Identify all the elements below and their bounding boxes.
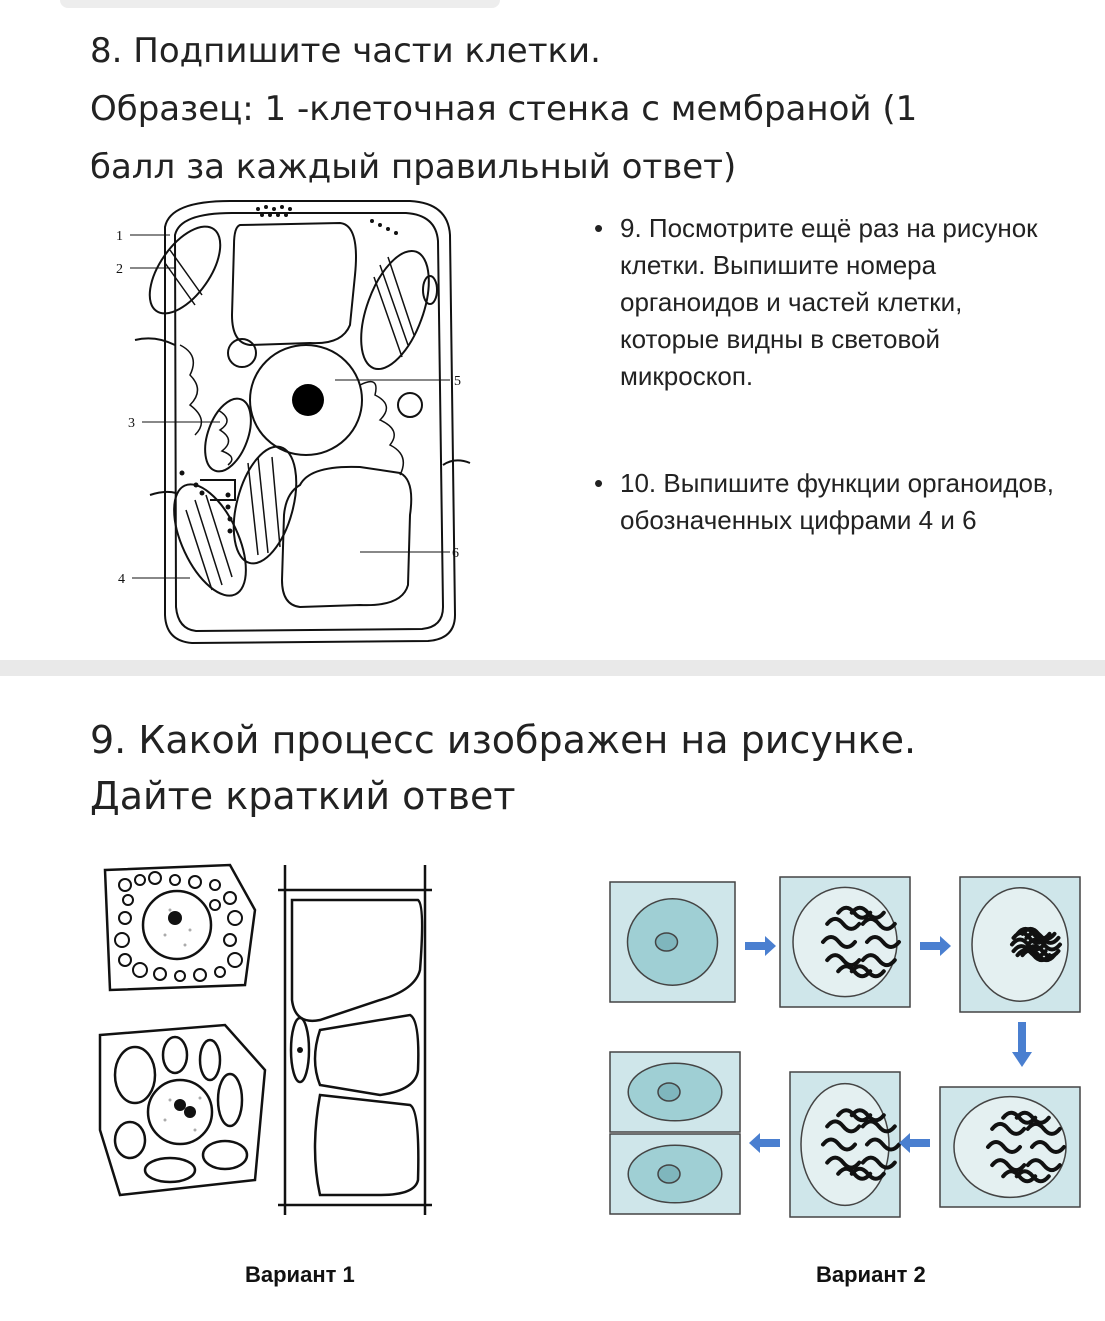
plant-cell-diagram: 1 2 3 4 5 6 (116, 200, 471, 645)
arrow-right-icon (899, 1133, 930, 1153)
task9-title-line1: 9. Какой процесс изображен на рисунке. (90, 718, 917, 762)
vacuole-top (230, 221, 357, 347)
chromosome (1001, 1169, 1038, 1184)
vacuole-middle (313, 1013, 420, 1097)
nucleus (657, 1082, 681, 1102)
chromosome (825, 1119, 862, 1134)
variant2-caption: Вариант 2 (816, 1262, 926, 1287)
chromosome (821, 1137, 857, 1152)
vacuole-lower (313, 1093, 420, 1197)
chromosome (990, 1121, 1027, 1136)
endoplasmic-reticulum (179, 344, 203, 436)
slide-process (0, 676, 1105, 1321)
arrow-right-icon (920, 936, 951, 956)
nucleolus (292, 384, 324, 416)
chromosome (860, 953, 897, 968)
task8-title-line2: Образец: 1 -клеточная стенка с мембраной… (90, 89, 918, 129)
cell-label-2: 2 (116, 262, 123, 277)
vesicle (422, 275, 438, 305)
cell-label-6: 6 (452, 546, 459, 561)
nucleus (249, 344, 363, 456)
chromosome (865, 935, 901, 949)
chromosome (849, 905, 886, 920)
chromosome (836, 1166, 873, 1181)
arrow-right-icon (745, 936, 776, 956)
question-9-text: 9. Посмотрите ещё раз на рисунок клетки.… (620, 213, 1038, 391)
chloroplast-middle (232, 445, 298, 565)
chromosome (825, 1155, 862, 1170)
chromosome (1011, 944, 1048, 959)
question-10-bullet: 10. Выпишите функции органоидов, обознач… (590, 465, 1060, 539)
cell-label-3: 3 (128, 416, 135, 431)
chromosome (1024, 930, 1061, 945)
vesicle (397, 392, 423, 418)
task8-title-line3: балл за каждый правильный ответ) (90, 147, 737, 187)
plasmodesma-right (442, 459, 471, 466)
chromosome (836, 964, 873, 979)
plasmodesma-left (134, 337, 176, 346)
vacuole-bottom (280, 465, 413, 609)
arrow-right-icon (1012, 1022, 1032, 1067)
cell-label-4: 4 (118, 572, 125, 587)
task8-heading: 8. Подпишите части клетки. Образец: 1 -к… (90, 22, 917, 196)
cell-label-1: 1 (116, 229, 123, 244)
task9-title-line2: Дайте краткий ответ (90, 774, 516, 818)
chromosome (821, 935, 857, 949)
vacuole-upper (290, 898, 424, 1023)
chromosome (860, 1155, 897, 1170)
chromosome (990, 1158, 1027, 1173)
task8-title-line1: 8. Подпишите части клетки. (90, 31, 601, 71)
chromosome (860, 1119, 897, 1134)
slide-top-shadow (60, 0, 500, 8)
young-cell (103, 863, 257, 992)
chloroplast-top-left (148, 225, 222, 315)
chromosome (865, 1137, 901, 1152)
arrow-right-icon (749, 1133, 780, 1153)
variant1-caption: Вариант 1 (245, 1262, 355, 1287)
chromosome (1014, 1110, 1051, 1125)
vesicle (227, 338, 257, 368)
chromosome (849, 1108, 886, 1123)
chromosome (1025, 1121, 1062, 1136)
nucleus (654, 932, 679, 952)
mitochondrion (204, 397, 252, 473)
nucleus (657, 1164, 681, 1184)
chromosome (986, 1140, 1022, 1154)
cell-wall-outer (164, 200, 457, 645)
chromosome (825, 953, 862, 968)
elongated-cell-nucleus (289, 1016, 311, 1084)
chloroplast-bottom-left (173, 483, 247, 597)
questions-list: 9. Посмотрите ещё раз на рисунок клетки.… (590, 210, 1060, 539)
young-cell-nucleus (141, 889, 213, 961)
cell-membrane (173, 212, 445, 633)
question-9-bullet: 9. Посмотрите ещё раз на рисунок клетки.… (590, 210, 1060, 395)
chloroplast-top-right (360, 249, 430, 371)
chromosome (1025, 1158, 1062, 1173)
question-10-text: 10. Выпишите функции органоидов, обознач… (620, 468, 1054, 535)
older-cell-nucleus (146, 1078, 214, 1146)
chromosome (825, 916, 862, 931)
chromosome (1010, 937, 1046, 952)
elongated-cell-walls (278, 865, 432, 1215)
task9-process-heading: 9. Какой процесс изображен на рисунке. Д… (90, 712, 916, 824)
cell-label-5: 5 (454, 374, 461, 389)
older-cell (98, 1023, 267, 1197)
chromosome (860, 916, 897, 931)
plasmodesma-left2 (149, 490, 177, 496)
variant2-mitosis-drawing (609, 876, 1081, 1218)
cell-body (800, 1082, 890, 1207)
variant1-cells-drawing (98, 863, 432, 1215)
chromosome (1030, 1140, 1066, 1154)
